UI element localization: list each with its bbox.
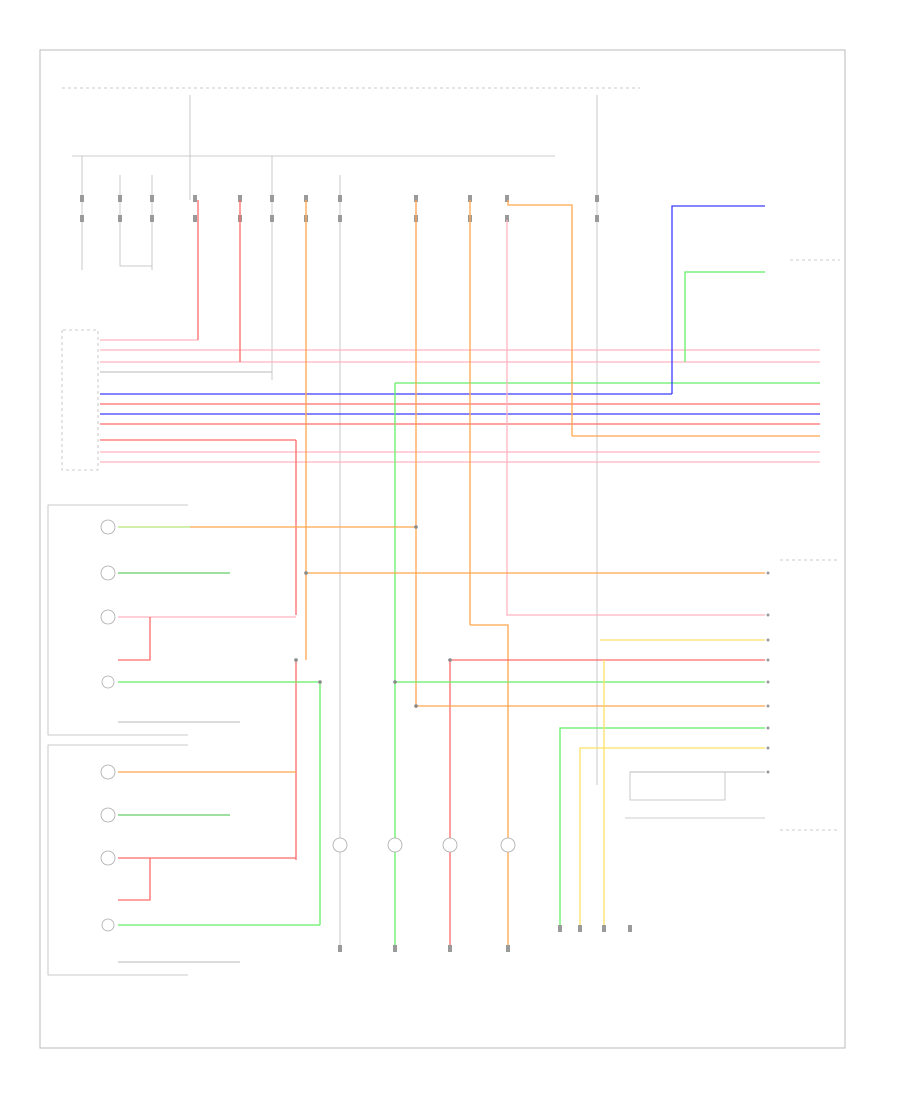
left-taillight-box [47, 504, 188, 736]
right-terminals [766, 571, 770, 774]
top-connectors [80, 195, 599, 222]
ground-terminals [338, 925, 632, 952]
diagram-frame [39, 49, 846, 1049]
taillight-feeds-upper [118, 526, 765, 723]
right-taillight-box [47, 744, 188, 976]
trailer-connector-wires [395, 639, 765, 925]
fuse-drops [81, 95, 598, 945]
junction-dots [294, 525, 452, 708]
left-module-box [61, 329, 99, 471]
taillight-feeds-lower [118, 771, 320, 963]
upper-bulbs [100, 519, 116, 932]
harness-bus [100, 339, 820, 463]
lower-bulbs [332, 837, 516, 853]
vertical-wires [197, 200, 765, 945]
